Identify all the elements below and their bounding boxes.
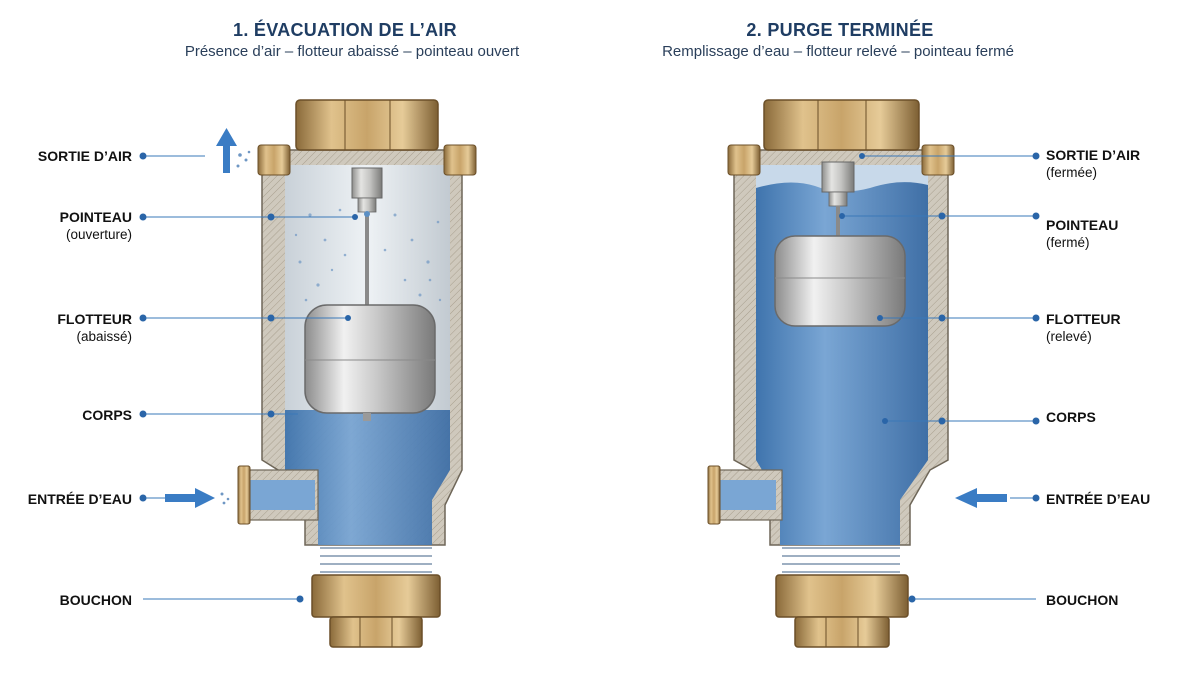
water-left <box>285 410 450 545</box>
water-inlet-arrow-left <box>165 488 230 508</box>
panel-title-right: 2. PURGE TERMINÉE <box>746 20 934 40</box>
label-entree-eau-right: ENTRÉE D’EAU <box>1046 491 1151 507</box>
top-nut-left <box>295 99 439 151</box>
air-outlet-arrow-left <box>216 128 251 173</box>
water-inlet-arrow-right <box>955 488 1007 508</box>
label-sortie-air-right: SORTIE D’AIR(fermée) <box>1046 147 1141 180</box>
bottom-plug-right <box>775 574 909 618</box>
float-right <box>774 235 906 327</box>
label-flotteur-right: FLOTTEUR(relevé) <box>1046 311 1121 344</box>
label-sortie-air-left: SORTIE D’AIR <box>37 148 132 164</box>
leader-lines-left <box>139 152 358 603</box>
label-pointeau-left: POINTEAU(ouverture) <box>59 209 132 242</box>
panel-subtitle-right: Remplissage d’eau – flotteur relevé – po… <box>662 43 1014 60</box>
top-nut-right <box>763 99 920 151</box>
label-bouchon-left: BOUCHON <box>59 592 132 608</box>
bottom-plug-left <box>311 574 441 618</box>
label-flotteur-left: FLOTTEUR(abaissé) <box>57 311 132 344</box>
label-bouchon-right: BOUCHON <box>1046 592 1119 608</box>
valve-left <box>237 99 477 648</box>
air-bubbles-left <box>294 208 442 302</box>
leader-lines-right <box>839 152 1040 603</box>
float-left <box>304 304 436 421</box>
thread-left <box>320 547 432 573</box>
panel-subtitle-left: Présence d’air – flotteur abaissé – poin… <box>184 43 520 60</box>
inlet-flange-left <box>237 465 251 525</box>
needle-seat-right <box>821 161 855 193</box>
needle-seat-left <box>351 167 383 199</box>
label-corps-right: CORPS <box>1046 409 1096 425</box>
label-corps-left: CORPS <box>82 407 132 423</box>
panel-title-left: 1. ÉVACUATION DE L’AIR <box>233 20 457 40</box>
valve-right <box>707 99 955 648</box>
label-pointeau-right: POINTEAU(fermé) <box>1046 217 1119 250</box>
label-entree-eau-left: ENTRÉE D’EAU <box>27 491 132 507</box>
